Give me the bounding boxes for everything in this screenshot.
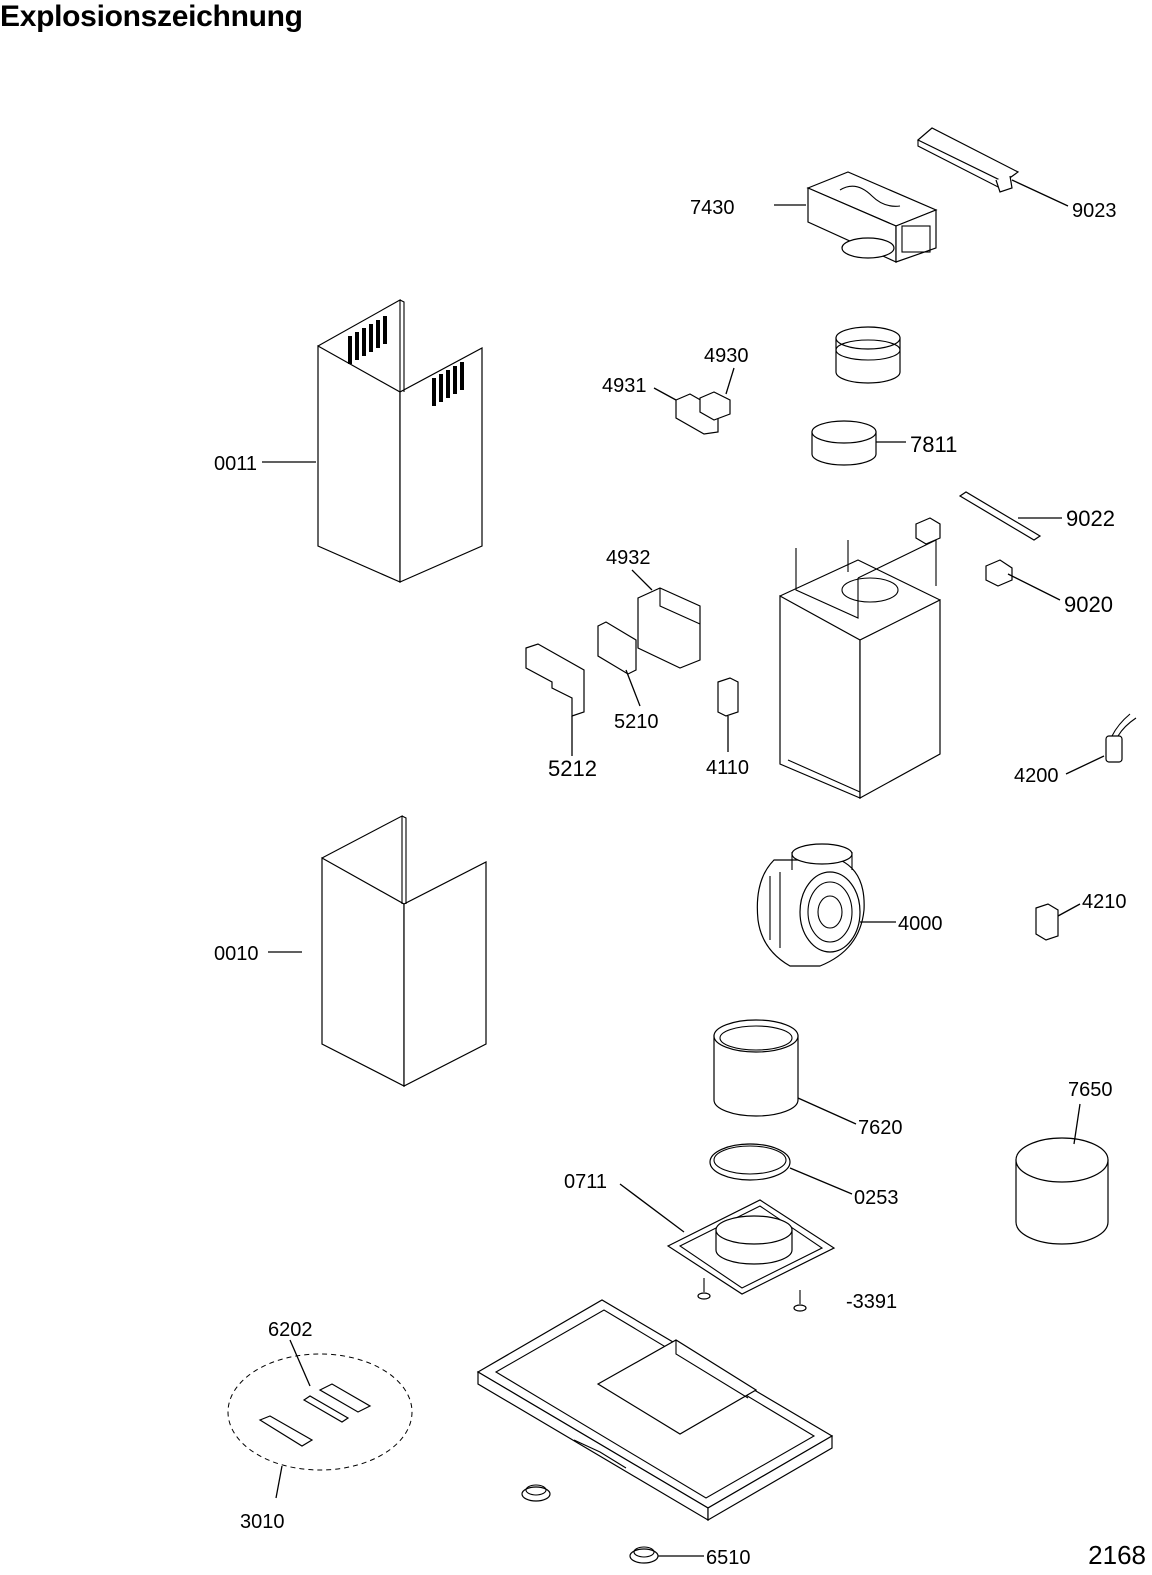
label-0010: 0010	[214, 943, 259, 965]
label-6510: 6510	[706, 1547, 751, 1569]
label-5212: 5212	[548, 756, 597, 781]
label-9022: 9022	[1066, 506, 1115, 531]
part-reducer-ring	[835, 326, 901, 384]
part-4210-switch	[1035, 903, 1059, 941]
part-7650-sleeve	[1015, 1137, 1109, 1245]
label-3010: 3010	[240, 1511, 285, 1533]
label-9020: 9020	[1064, 592, 1113, 617]
label-5210: 5210	[614, 711, 659, 733]
part-6510-light	[521, 1484, 659, 1564]
part-4932-control-box	[637, 587, 701, 669]
label-9023: 9023	[1072, 200, 1117, 222]
page-title: Explosionszeichnung	[0, 0, 303, 33]
label-0253: 0253	[854, 1187, 899, 1209]
part-motor-housing	[779, 539, 941, 800]
part-4200-capacitor	[1105, 713, 1137, 763]
label-3391: -3391	[846, 1291, 897, 1313]
label-4930: 4930	[704, 345, 749, 367]
part-0253-seal-ring	[709, 1143, 791, 1181]
label-4931: 4931	[602, 375, 647, 397]
part-3391-screws	[697, 1278, 807, 1312]
part-7430-air-diverter	[806, 171, 938, 263]
label-4210: 4210	[1082, 891, 1127, 913]
label-6202: 6202	[268, 1319, 313, 1341]
part-0011-upper-chimney	[317, 299, 483, 583]
label-4200: 4200	[1014, 765, 1059, 787]
part-7811-flange-ring	[811, 420, 877, 466]
part-5212-cover-plate	[525, 643, 585, 717]
label-7430: 7430	[690, 197, 735, 219]
label-4932: 4932	[606, 547, 651, 569]
part-9020-clip	[985, 559, 1013, 587]
part-9022-support-bar	[958, 491, 1042, 541]
label-0011: 0011	[214, 453, 257, 475]
part-9023-wall-bracket	[916, 127, 1020, 193]
label-7620: 7620	[858, 1117, 903, 1139]
part-7620-duct-sleeve	[713, 1019, 799, 1117]
part-4930-capacitor	[699, 391, 731, 421]
part-0010-lower-chimney	[321, 815, 487, 1087]
part-hood-canopy	[476, 1299, 834, 1522]
page-number: 2168	[1088, 1540, 1146, 1570]
part-0711-mounting-plate	[666, 1199, 836, 1295]
label-7811: 7811	[910, 432, 957, 457]
label-4110: 4110	[706, 757, 749, 779]
detail-circle-controls	[227, 1353, 413, 1471]
label-0711: 0711	[564, 1171, 607, 1193]
label-4000: 4000	[898, 913, 943, 935]
part-5210-control-board	[597, 621, 637, 675]
part-4000-motor-fan	[756, 843, 865, 967]
part-4110-holder	[717, 677, 739, 717]
label-7650: 7650	[1068, 1079, 1113, 1101]
